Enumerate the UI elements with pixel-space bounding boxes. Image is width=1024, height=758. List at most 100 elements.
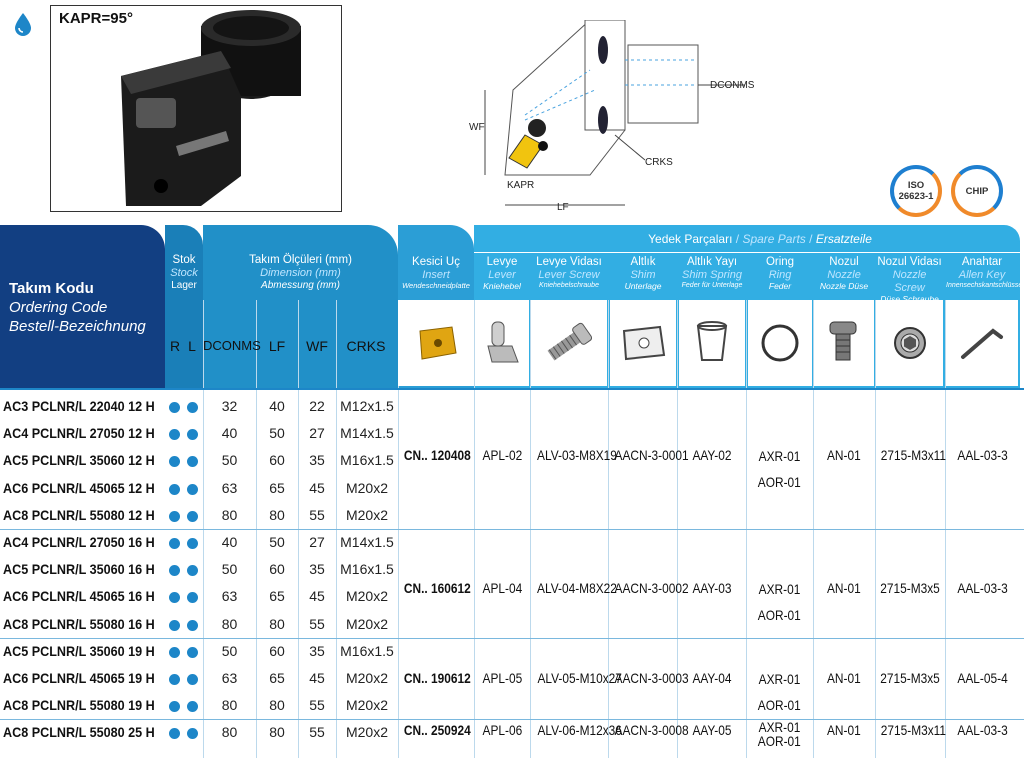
part-cell-spring: AAY-04 [677, 670, 746, 686]
part-nscrew[interactable]: 2715-M3x5 [880, 580, 940, 596]
part-shim[interactable]: AACN-3-0002 [614, 580, 689, 596]
ordering-code[interactable]: AC4 PCLNR/L 27050 12 H [3, 425, 155, 442]
stock-col-head: Stok Stock Lager [165, 254, 203, 291]
cell-d: 32 [221, 398, 238, 414]
part-spring[interactable]: AAY-04 [691, 670, 732, 686]
part-lever[interactable]: APL-06 [482, 722, 522, 738]
insert-en: Insert [422, 269, 450, 282]
part-insert[interactable]: CN.. 160612 [403, 580, 471, 596]
ordering-code[interactable]: AC3 PCLNR/L 22040 12 H [3, 398, 155, 414]
part-shim[interactable]: AACN-3-0003 [614, 670, 689, 686]
part-spring[interactable]: AAY-05 [691, 722, 732, 738]
part-insert[interactable]: CN.. 120408 [403, 447, 471, 463]
part-nscrew[interactable]: 2715-M3x11 [880, 722, 947, 738]
ordering-code[interactable]: AC5 PCLNR/L 35060 16 H [3, 561, 155, 578]
part-screw[interactable]: ALV-03-M8X19 [537, 447, 617, 463]
ordering-code[interactable]: AC5 PCLNR/L 35060 12 H [3, 452, 155, 469]
part-key[interactable]: AAL-03-3 [957, 722, 1008, 738]
ordering-code[interactable]: AC6 PCLNR/L 45065 16 H [3, 588, 155, 605]
cell-d: 80 [221, 506, 238, 523]
spare-col-head-4-tr: Oring [765, 256, 795, 268]
part-spring[interactable]: AAY-02 [691, 447, 732, 463]
ordering-code[interactable]: AC8 PCLNR/L 55080 19 H [3, 697, 155, 714]
part-spring[interactable]: AAY-03 [691, 580, 732, 596]
col-crks: CRKS [346, 338, 386, 354]
spare-col-head-5-tr: Nozul [829, 256, 859, 268]
spare-title-de: Ersatzteile [815, 232, 872, 246]
shim-spring-icon-cell [679, 300, 745, 386]
part-nozzle[interactable]: AN-01 [827, 447, 861, 463]
part-shim[interactable]: AACN-3-0001 [614, 447, 689, 463]
part-nozzle[interactable]: AN-01 [827, 722, 861, 738]
stock-r-dot [169, 592, 180, 604]
col-l: L [188, 338, 196, 354]
part-ring1[interactable]: AXR-01 [758, 448, 801, 464]
cell-d: 50 [221, 561, 238, 578]
allen-key-icon-cell [946, 300, 1018, 386]
iso-badge-text: ISO 26623-1 [898, 180, 934, 202]
col-dconms: DCONMS [203, 338, 261, 353]
part-lever[interactable]: APL-04 [482, 580, 522, 596]
part-insert[interactable]: CN.. 250924 [403, 722, 471, 738]
ordering-code[interactable]: AC8 PCLNR/L 55080 16 H [3, 615, 155, 632]
group-divider [0, 529, 1024, 530]
part-cell-lever: APL-02 [474, 447, 530, 463]
dconms-label: DCONMS [710, 80, 755, 91]
ordering-code[interactable]: AC8 PCLNR/L 55080 25 H [3, 724, 155, 741]
cell-wf: 22 [309, 398, 325, 414]
part-ring2[interactable]: AOR-01 [757, 697, 801, 713]
cell-d: 40 [221, 425, 238, 442]
part-key[interactable]: AAL-03-3 [957, 580, 1008, 596]
part-nscrew[interactable]: 2715-M3x5 [880, 670, 940, 686]
stock-de: Lager [171, 279, 197, 291]
part-ring2[interactable]: AOR-01 [757, 607, 801, 623]
shim-icon-cell [610, 300, 676, 386]
part-key[interactable]: AAL-05-4 [957, 670, 1008, 686]
cell-crks: M20x2 [345, 506, 389, 523]
part-cell-key: AAL-03-3 [945, 580, 1020, 596]
part-ring2[interactable]: AOR-01 [757, 733, 801, 749]
part-nscrew[interactable]: 2715-M3x11 [880, 447, 947, 463]
part-lever[interactable]: APL-05 [482, 670, 522, 686]
lever-icon-cell [475, 300, 529, 386]
cell-d: 40 [221, 534, 238, 550]
part-ring1[interactable]: AXR-01 [758, 719, 801, 735]
cell-d: 80 [221, 697, 238, 714]
part-screw[interactable]: ALV-05-M10x27 [537, 670, 622, 686]
part-screw[interactable]: ALV-04-M8X22 [537, 580, 617, 596]
part-ring2[interactable]: AOR-01 [757, 474, 801, 490]
insert-col-head: Kesici Uç Insert Wendeschneidplatte [398, 256, 474, 290]
ordering-code[interactable]: AC6 PCLNR/L 45065 12 H [3, 479, 155, 496]
cell-lf: 60 [269, 642, 285, 659]
part-nozzle[interactable]: AN-01 [827, 580, 861, 596]
stock-r-dot [169, 646, 180, 658]
ordering-code[interactable]: AC5 PCLNR/L 35060 19 H [3, 642, 155, 659]
spare-title: Yedek Parçaları / Spare Parts / Ersatzte… [560, 232, 960, 247]
part-shim[interactable]: AACN-3-0008 [614, 722, 689, 738]
part-nozzle[interactable]: AN-01 [827, 670, 861, 686]
part-screw[interactable]: ALV-06-M12x36 [537, 722, 622, 738]
spare-col-head-3-tr: Altlık Yayı [686, 256, 738, 268]
dims-col-head: Takım Ölçüleri (mm) Dimension (mm) Abmes… [203, 254, 398, 291]
ordering-code[interactable]: AC6 PCLNR/L 45065 19 H [3, 670, 155, 686]
stock-r-dot [169, 565, 180, 577]
stock-l-dot [187, 592, 198, 604]
part-insert[interactable]: CN.. 190612 [403, 670, 471, 686]
part-key[interactable]: AAL-03-3 [957, 447, 1008, 463]
spare-col-head-3-de: Feder für Unterlage [681, 281, 743, 289]
ordering-code[interactable]: AC4 PCLNR/L 27050 16 H [3, 534, 155, 550]
spare-col-head-0-en: Lever [488, 269, 516, 282]
part-lever[interactable]: APL-02 [482, 447, 522, 463]
cell-lf: 80 [269, 724, 285, 741]
part-ring1[interactable]: AXR-01 [758, 671, 801, 687]
part-ring1[interactable]: AXR-01 [758, 581, 801, 597]
ordering-code[interactable]: AC8 PCLNR/L 55080 12 H [3, 506, 155, 523]
